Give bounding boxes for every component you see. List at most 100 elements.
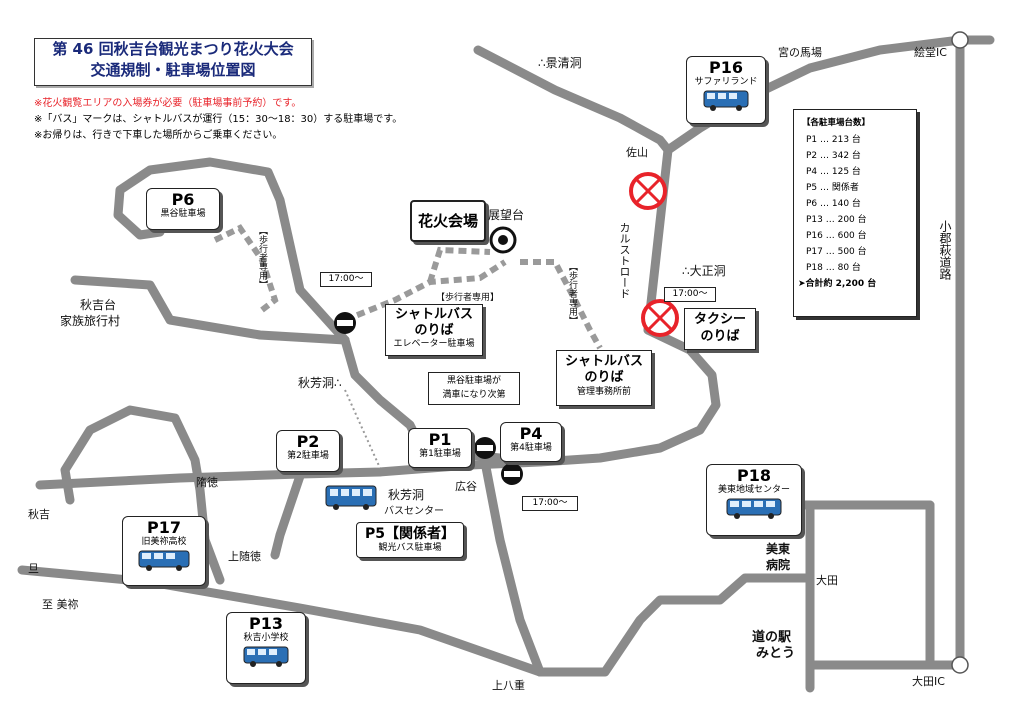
- place-michinoeki: みとう: [756, 646, 796, 661]
- legend-row: P6 … 140 台: [806, 199, 861, 209]
- place-ota-ic: 大田IC: [912, 675, 945, 688]
- parking-p5: P5【関係者】 観光バス駐車場: [356, 522, 464, 558]
- road-kagekiyodo: [473, 45, 673, 155]
- map-title: 第 46 回秋吉台観光まつり花火大会: [52, 40, 294, 58]
- place-kamihachie: 上八重: [492, 679, 525, 692]
- place-zuitoku: 隋徳: [196, 476, 218, 489]
- shuttle-label: のりば: [414, 323, 454, 338]
- road-to-eido: [663, 35, 965, 155]
- note-line: 黒谷駐車場が: [446, 376, 501, 386]
- no-entry-icon: [334, 312, 356, 334]
- place-kamizuitoku: 上随徳: [228, 550, 261, 563]
- eido-ic-marker: [951, 31, 969, 49]
- shuttle-sublabel: 管理事務所前: [576, 387, 631, 397]
- parking-code: P13: [249, 614, 283, 633]
- place-miyanobaba: 宮の馬場: [778, 46, 822, 59]
- tenbodai-icon: [489, 226, 517, 254]
- kurodani-full-note: 黒谷駐車場が 満車になり次第: [428, 372, 520, 405]
- road-p6: [113, 157, 350, 345]
- parking-p16: P16 サファリランド: [686, 56, 766, 124]
- legend-row: P4 … 125 台: [806, 167, 861, 177]
- place-karst-road: カルストロード: [618, 222, 631, 299]
- note-ticket: ※花火観覧エリアの入場券が必要（駐車場事前予約）です。: [34, 98, 302, 109]
- shuttle-stop-office: シャトルバス のりば 管理事務所前: [556, 350, 652, 406]
- legend-row: P5 … 関係者: [806, 183, 859, 193]
- note-line: 満車になり次第: [442, 390, 506, 400]
- legend-row: P2 … 342 台: [806, 151, 861, 161]
- parking-p4: P4 第4駐車場: [500, 422, 562, 462]
- parking-name: 秋吉小学校: [243, 633, 289, 643]
- parking-code: P1: [428, 430, 452, 449]
- parking-name: 第1駐車場: [419, 449, 461, 459]
- road-loop-east: [535, 325, 721, 467]
- path-akiyoshido: [344, 389, 381, 469]
- road-village: [70, 275, 350, 345]
- road-kamihachie: [480, 457, 815, 677]
- taxi-stand: タクシー のりば: [684, 308, 756, 350]
- place-michinoeki: 道の駅: [752, 630, 792, 645]
- road-to-mine: [17, 565, 545, 677]
- parking-name: 観光バス駐車場: [378, 543, 442, 553]
- pedestrian-only-label: 【歩行者専用】: [567, 262, 577, 325]
- time-tag: 17:00～: [522, 496, 578, 511]
- parking-capacity-legend: 【各駐車場台数】 P1 … 213 台 P2 … 342 台 P4 … 125 …: [793, 109, 917, 317]
- legend-row: P16 … 600 台: [806, 231, 867, 241]
- shuttle-stop-elevator: シャトルバス のりば エレベーター駐車場: [385, 304, 483, 356]
- parking-code: P16: [709, 58, 743, 77]
- time-tag: 17:00～: [320, 272, 372, 287]
- taxi-label: のりば: [700, 329, 740, 344]
- taxi-label: タクシー: [693, 312, 746, 327]
- walk-path-p6: [213, 224, 279, 313]
- place-akiyoshi: 秋吉: [28, 508, 50, 521]
- no-vehicle-icon: [641, 299, 679, 337]
- place-mito-hospital: 美東: [766, 542, 791, 556]
- pedestrian-only-label: 【歩行者専用】: [436, 293, 500, 303]
- parking-code: P17: [147, 518, 181, 537]
- walk-path-tenbodai: [520, 259, 603, 350]
- place-to-mine: 至 美祢: [42, 598, 79, 611]
- shuttle-label: のりば: [584, 370, 624, 385]
- parking-code: P4: [519, 424, 543, 443]
- legend-row: P13 … 200 台: [806, 215, 867, 225]
- parking-name: 第2駐車場: [287, 451, 329, 461]
- pedestrian-only-label: 【歩行者専用】: [257, 226, 267, 289]
- parking-p13: P13 秋吉小学校: [226, 612, 306, 684]
- no-entry-icon: [474, 437, 496, 459]
- tenbodai-label: 展望台: [488, 208, 525, 222]
- place-ogori-hagi-road: 小郡萩道路: [938, 220, 952, 280]
- parking-p18: P18 美東地域センター: [706, 464, 802, 536]
- place-dan: 旦: [28, 562, 39, 575]
- parking-p1: P1 第1駐車場: [408, 428, 472, 468]
- place-family-village: 家族旅行村: [60, 314, 121, 328]
- note-return: ※お帰りは、行きで下車した場所からご乗車ください。: [34, 130, 283, 141]
- shuttle-sublabel: エレベーター駐車場: [393, 339, 475, 349]
- place-kagekiyodo: ∴景清洞: [538, 56, 582, 70]
- time-tag: 17:00～: [664, 287, 716, 302]
- bus-icon: [243, 646, 289, 667]
- bus-icon: [726, 498, 782, 519]
- parking-name: 黒谷駐車場: [160, 209, 206, 219]
- parking-name: 美東地域センター: [717, 485, 790, 495]
- parking-code: P5【関係者】: [364, 526, 455, 542]
- parking-name: サファリランド: [694, 77, 758, 87]
- shuttle-label: シャトルバス: [394, 307, 473, 322]
- place-taishodo: ∴大正洞: [682, 264, 726, 278]
- place-sayama: 佐山: [626, 146, 648, 159]
- legend-total: ➤合計約 2,200 台: [798, 279, 877, 289]
- parking-code: P6: [171, 190, 195, 209]
- road-p2-branch: [270, 471, 305, 560]
- place-eido-ic: 絵堂IC: [914, 46, 947, 59]
- road-karst: [643, 145, 673, 335]
- place-hirotani: 広谷: [455, 480, 477, 493]
- place-akiyoshidai: 秋吉台: [80, 298, 117, 312]
- parking-name: 第4駐車場: [510, 443, 552, 453]
- place-mito-hospital: 病院: [766, 558, 791, 572]
- no-vehicle-icon: [629, 172, 667, 210]
- shuttle-label: シャトルバス: [564, 354, 643, 369]
- bus-icon: [138, 550, 190, 571]
- parking-code: P2: [296, 432, 320, 451]
- map-subtitle: 交通規制・駐車場位置図: [90, 61, 256, 79]
- legend-row: P18 … 80 台: [806, 263, 861, 273]
- map-title-box: 第 46 回秋吉台観光まつり花火大会 交通規制・駐車場位置図: [34, 38, 312, 86]
